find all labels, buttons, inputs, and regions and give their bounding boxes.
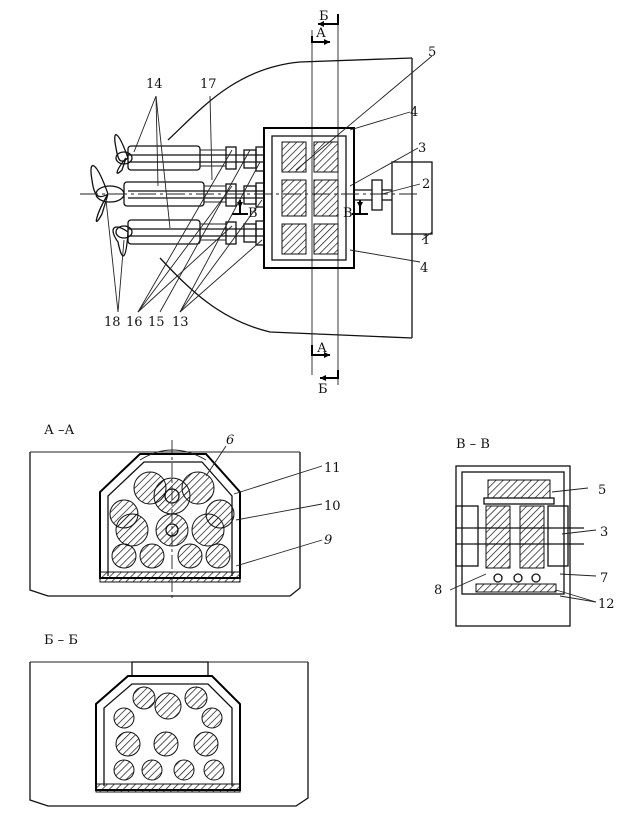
label-17: 17 <box>200 77 217 92</box>
section-vv-gear-left <box>485 505 511 569</box>
label-1: 1 <box>422 233 430 248</box>
leader-lines <box>105 55 433 313</box>
label-12: 12 <box>598 597 615 612</box>
label-15: 15 <box>148 315 165 330</box>
label-5-vv: 5 <box>598 483 606 498</box>
label-11: 11 <box>324 461 341 476</box>
section-aa: А –А 6 11 10 9 <box>29 423 341 600</box>
section-bb-shaft-trunk <box>131 661 209 677</box>
section-bb-hull <box>29 662 309 807</box>
section-bb: Б – Б <box>29 633 309 807</box>
section-arrow-b-top <box>318 14 339 25</box>
label-8: 8 <box>434 583 442 598</box>
section-vv-gear-right <box>519 505 545 569</box>
hull-outline <box>167 57 413 141</box>
section-mark-a-bottom: А <box>317 341 327 356</box>
label-2: 2 <box>422 177 430 192</box>
section-aa-gears <box>109 471 235 569</box>
section-bb-title: Б – Б <box>44 633 78 648</box>
section-mark-b-top: Б <box>319 9 329 24</box>
propellers <box>90 134 133 257</box>
gear-packs <box>281 141 339 255</box>
section-vv-top-part <box>487 479 551 499</box>
section-bb-shafts <box>113 686 225 781</box>
coupling-2 <box>371 179 383 211</box>
section-aa-title: А –А <box>44 423 74 438</box>
label-9: 9 <box>324 533 332 548</box>
label-6: 6 <box>226 433 234 448</box>
section-aa-base <box>99 571 241 583</box>
label-7: 7 <box>600 571 608 586</box>
section-mark-v-right: В <box>343 206 353 221</box>
section-bb-base <box>95 783 241 793</box>
gearbox-housing-inner <box>271 135 347 261</box>
section-mark-b-bottom: Б <box>318 382 328 397</box>
engine-1 <box>391 161 433 235</box>
propeller-shafts <box>128 154 264 237</box>
top-view: Б А А Б <box>80 9 436 397</box>
section-vv: В – В 5 3 7 8 12 <box>434 437 615 627</box>
label-5: 5 <box>428 45 436 60</box>
section-vv-bearings <box>493 573 541 583</box>
label-18: 18 <box>104 315 121 330</box>
label-10: 10 <box>324 499 341 514</box>
label-14: 14 <box>146 77 163 92</box>
hull-outline-lower <box>159 257 413 339</box>
gearbox-housing-outer <box>263 127 355 269</box>
section-mark-a-top: А <box>316 26 326 41</box>
section-vv-title: В – В <box>456 437 490 452</box>
section-mark-v-left: В <box>248 206 258 221</box>
label-4-top: 4 <box>410 105 418 120</box>
label-13: 13 <box>172 315 189 330</box>
label-3: 3 <box>418 141 426 156</box>
label-3-vv: 3 <box>600 525 608 540</box>
label-4-bottom: 4 <box>420 261 428 276</box>
label-16: 16 <box>126 315 143 330</box>
section-aa-hull <box>29 452 301 597</box>
section-vv-base <box>475 583 557 593</box>
couplings-left <box>225 146 265 246</box>
